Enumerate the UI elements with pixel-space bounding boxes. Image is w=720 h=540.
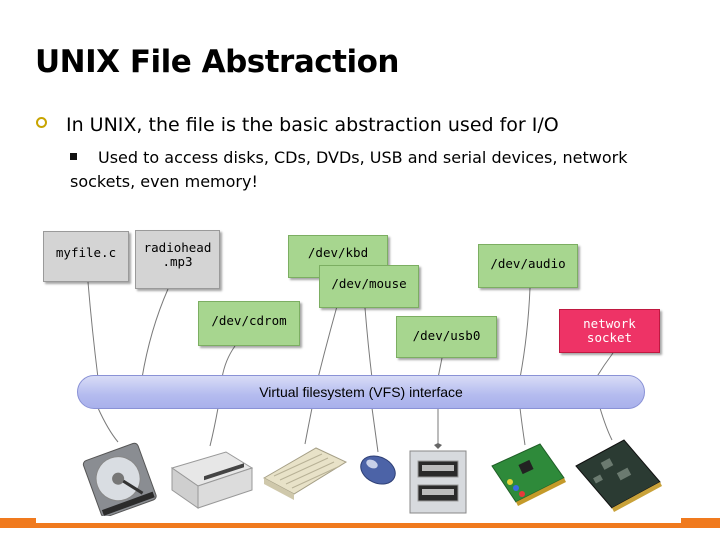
note-network-socket: network socket xyxy=(559,309,660,353)
mouse-icon xyxy=(360,455,396,485)
note-myfile: myfile.c xyxy=(43,231,129,282)
hard-disk-icon xyxy=(82,442,157,518)
sound-card-icon xyxy=(491,443,566,506)
keyboard-icon xyxy=(262,447,348,500)
network-card-icon xyxy=(575,439,662,512)
slide-title: UNIX File Abstraction xyxy=(35,44,399,80)
note-dev-cdrom: /dev/cdrom xyxy=(198,301,300,346)
sub-bullet-text: Used to access disks, CDs, DVDs, USB and… xyxy=(70,148,628,191)
sub-bullet: Used to access disks, CDs, DVDs, USB and… xyxy=(70,146,654,194)
note-dev-audio: /dev/audio xyxy=(478,244,578,288)
cd-drive-icon xyxy=(170,451,254,509)
note-dev-mouse: /dev/mouse xyxy=(319,265,419,308)
note-radiohead: radiohead .mp3 xyxy=(135,230,220,289)
usb-ports-icon xyxy=(409,443,467,514)
vfs-interface-bar: Virtual filesystem (VFS) interface xyxy=(77,375,645,409)
footer-accent-bar xyxy=(0,518,720,528)
main-bullet-text: In UNIX, the file is the basic abstracti… xyxy=(66,114,559,136)
note-dev-usb0: /dev/usb0 xyxy=(396,316,497,358)
footer-divider-gap xyxy=(36,516,681,523)
bullet-circle-icon xyxy=(36,117,47,128)
bullet-square-icon xyxy=(70,153,77,160)
